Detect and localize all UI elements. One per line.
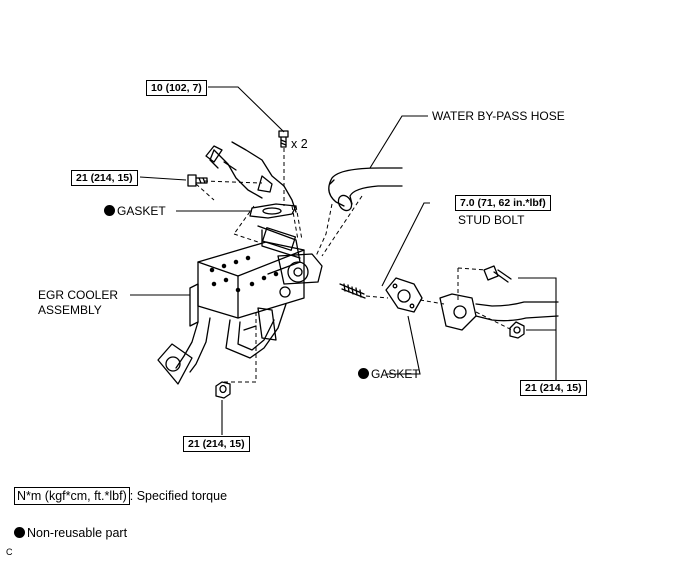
upper-gasket [249, 203, 297, 219]
egr-lower-pipes [157, 303, 287, 385]
legend-torque: N*m (kgf*cm, ft.*lbf): Specified torque [14, 487, 228, 505]
torque-label-top: 10 (102, 7) [146, 80, 207, 96]
egr-cooler-label-line2: ASSEMBLY [38, 303, 102, 317]
lower-gasket [385, 277, 423, 313]
non-reusable-dot-icon [104, 205, 115, 216]
gasket-upper-callout: GASKET [104, 204, 166, 218]
left-bolt [187, 174, 208, 187]
gasket-lower-label: GASKET [371, 367, 420, 381]
right-nut [509, 321, 525, 339]
legend-torque-unit: N*m (kgf*cm, ft.*lbf) [14, 487, 130, 505]
egr-cooler-label-line1: EGR COOLER [38, 288, 119, 302]
egr-cooler-body [189, 225, 323, 327]
stud-bolt [339, 283, 366, 299]
bottom-nut [215, 381, 231, 399]
gasket-lower-callout: GASKET [358, 367, 420, 381]
torque-label-left: 21 (214, 15) [71, 170, 138, 186]
torque-label-stud: 7.0 (71, 62 in.*lbf) [455, 195, 551, 211]
legend-dot-icon [14, 527, 25, 538]
figure-code: C [6, 547, 13, 557]
bolt-quantity: x 2 [291, 137, 308, 151]
torque-label-bottom: 21 (214, 15) [183, 436, 250, 452]
water-bypass-hose-label: WATER BY-PASS HOSE [432, 109, 565, 123]
top-bolt [278, 130, 289, 148]
torque-label-right: 21 (214, 15) [520, 380, 587, 396]
non-reusable-dot-icon [358, 368, 369, 379]
legend-nonreusable-label: Non-reusable part [27, 526, 128, 540]
right-bolt [483, 265, 512, 283]
legend-nonreusable: Non-reusable part [14, 526, 127, 540]
stud-bolt-label: STUD BOLT [458, 213, 525, 227]
upper-bracket [205, 141, 297, 213]
gasket-upper-label: GASKET [117, 204, 166, 218]
legend-torque-desc: : Specified torque [129, 489, 228, 503]
water-bypass-hose [328, 167, 403, 212]
